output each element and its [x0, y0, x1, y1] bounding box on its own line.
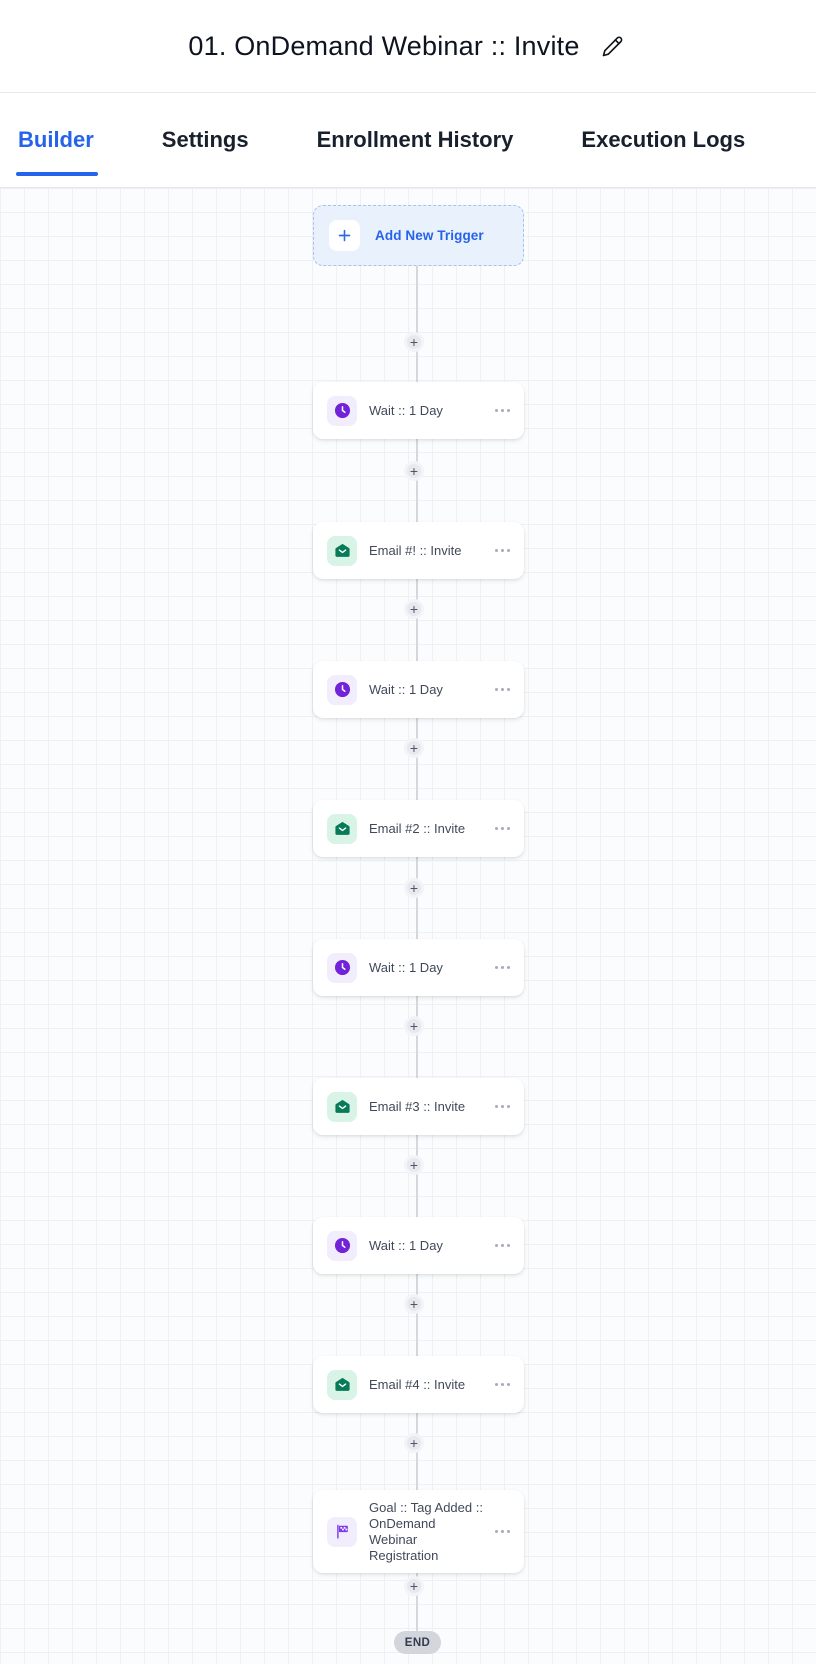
add-step-button[interactable]: +	[404, 878, 424, 898]
clock-icon	[327, 1230, 357, 1261]
add-step-button[interactable]: +	[404, 1433, 424, 1453]
node-label: Wait :: 1 Day	[369, 1237, 443, 1253]
node-label: Goal :: Tag Added :: OnDemand Webinar Re…	[369, 1500, 483, 1563]
node-menu-ellipsis-icon[interactable]	[495, 1383, 510, 1386]
page-header: 01. OnDemand Webinar :: Invite	[0, 0, 816, 92]
add-new-trigger-button[interactable]: Add New Trigger	[313, 205, 524, 266]
add-step-button[interactable]: +	[404, 332, 424, 352]
goal-flag-icon	[327, 1516, 357, 1547]
node-menu-ellipsis-icon[interactable]	[495, 1105, 510, 1108]
tab-enrollment-history[interactable]: Enrollment History	[317, 93, 514, 187]
end-badge: END	[394, 1631, 441, 1654]
wait-node-card[interactable]: Wait :: 1 Day	[313, 382, 524, 439]
node-menu-ellipsis-icon[interactable]	[495, 827, 510, 830]
node-menu-ellipsis-icon[interactable]	[495, 1530, 510, 1534]
email-node-card[interactable]: Email #3 :: Invite	[313, 1078, 524, 1135]
wait-node-card[interactable]: Wait :: 1 Day	[313, 661, 524, 718]
add-step-button[interactable]: +	[404, 738, 424, 758]
node-menu-ellipsis-icon[interactable]	[495, 966, 510, 969]
plus-icon	[329, 220, 360, 251]
email-node-card[interactable]: Email #2 :: Invite	[313, 800, 524, 857]
wait-node-card[interactable]: Wait :: 1 Day	[313, 1217, 524, 1274]
clock-icon	[327, 395, 357, 426]
add-step-button[interactable]: +	[404, 1016, 424, 1036]
email-node-card[interactable]: Email #4 :: Invite	[313, 1356, 524, 1413]
wait-node-card[interactable]: Wait :: 1 Day	[313, 939, 524, 996]
goal-node-card[interactable]: Goal :: Tag Added :: OnDemand Webinar Re…	[313, 1490, 524, 1574]
tab-builder[interactable]: Builder	[16, 93, 98, 187]
clock-icon	[327, 952, 357, 983]
email-node-card[interactable]: Email #! :: Invite	[313, 522, 524, 579]
add-step-button[interactable]: +	[404, 1576, 424, 1596]
node-menu-ellipsis-icon[interactable]	[495, 1244, 510, 1247]
node-menu-ellipsis-icon[interactable]	[495, 549, 510, 552]
add-step-button[interactable]: +	[404, 1155, 424, 1175]
node-menu-ellipsis-icon[interactable]	[495, 688, 510, 691]
tab-execution-logs[interactable]: Execution Logs	[581, 93, 745, 187]
mail-open-icon	[327, 1091, 357, 1122]
trigger-label: Add New Trigger	[375, 228, 484, 243]
node-label: Wait :: 1 Day	[369, 959, 443, 975]
add-step-button[interactable]: +	[404, 1294, 424, 1314]
mail-open-icon	[327, 535, 357, 566]
workflow-canvas: Add New Trigger +Wait :: 1 Day+Email #! …	[0, 188, 816, 1664]
tab-bar: Builder Settings Enrollment History Executi…	[0, 92, 816, 188]
page-title: 01. OnDemand Webinar :: Invite	[188, 30, 580, 61]
add-step-button[interactable]: +	[404, 599, 424, 619]
add-step-button[interactable]: +	[404, 461, 424, 481]
node-label: Wait :: 1 Day	[369, 681, 443, 697]
clock-icon	[327, 674, 357, 705]
edit-title-button[interactable]	[598, 31, 628, 61]
node-menu-ellipsis-icon[interactable]	[495, 409, 510, 412]
tab-settings[interactable]: Settings	[162, 93, 249, 187]
node-label: Email #2 :: Invite	[369, 820, 466, 836]
mail-open-icon	[327, 813, 357, 844]
node-label: Email #3 :: Invite	[369, 1098, 466, 1114]
mail-open-icon	[327, 1369, 357, 1400]
node-label: Email #4 :: Invite	[369, 1376, 466, 1392]
pencil-icon	[601, 35, 624, 58]
node-label: Wait :: 1 Day	[369, 402, 443, 418]
node-label: Email #! :: Invite	[369, 542, 462, 558]
